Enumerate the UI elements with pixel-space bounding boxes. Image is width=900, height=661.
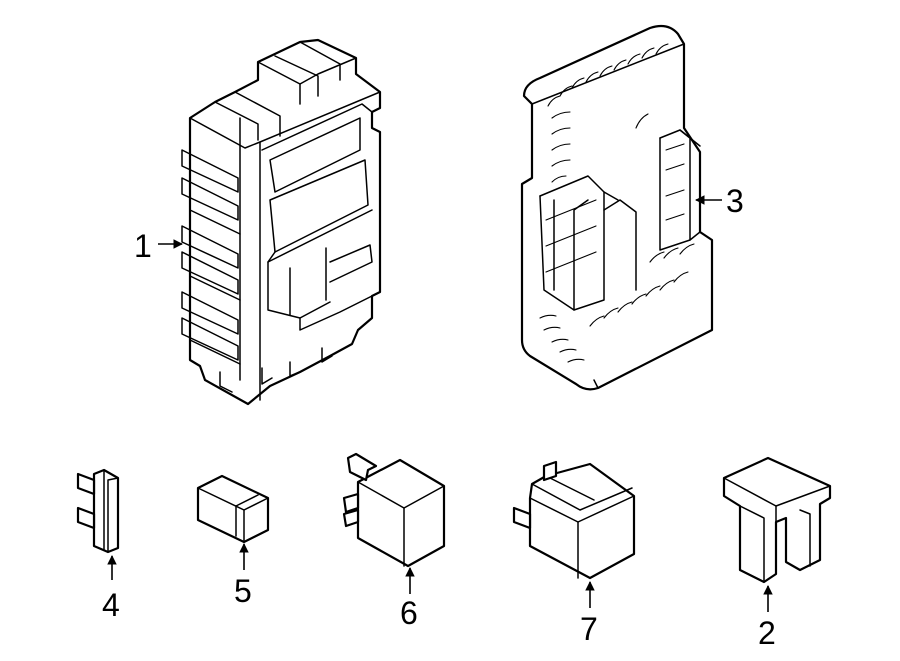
callout-leaders — [107, 195, 773, 612]
module-cover-part-3[interactable] — [520, 24, 714, 391]
callout-labels: 1 3 4 5 6 7 2 — [102, 183, 776, 651]
callout-2: 2 — [758, 615, 776, 651]
relay-part-6[interactable] — [342, 452, 446, 568]
fuse-part-4[interactable] — [76, 468, 120, 554]
callout-4: 4 — [102, 587, 120, 623]
callout-7: 7 — [580, 611, 598, 647]
callout-6: 6 — [400, 595, 418, 631]
connector-part-2[interactable] — [722, 456, 832, 584]
relay-part-7[interactable] — [512, 460, 636, 580]
callout-3: 3 — [726, 183, 744, 219]
junction-box-part-1[interactable] — [181, 38, 382, 406]
fuse-part-5[interactable] — [196, 474, 270, 544]
callout-1: 1 — [134, 228, 152, 264]
callout-5: 5 — [234, 573, 252, 609]
